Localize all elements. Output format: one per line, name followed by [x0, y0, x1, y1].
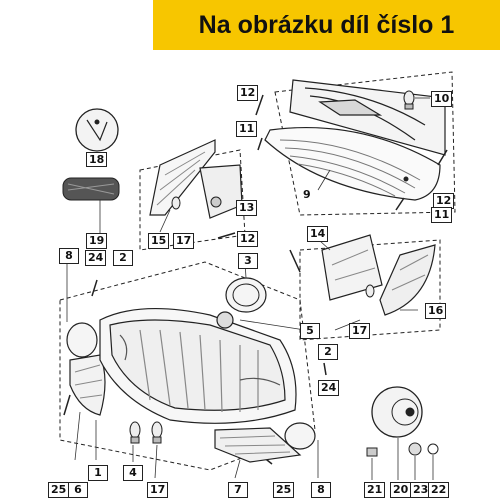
- bulb-15-icon: [171, 196, 181, 210]
- label-8-right: 8: [311, 482, 331, 498]
- screw-icons: [63, 94, 448, 465]
- label-12-right: 12: [433, 193, 455, 209]
- label-24-left: 24: [85, 250, 107, 266]
- label-11-right: 11: [431, 207, 453, 223]
- label-6: 6: [68, 482, 88, 498]
- label-25-right: 25: [273, 482, 295, 498]
- nut-21: [366, 447, 378, 457]
- label-24-right: 24: [318, 380, 340, 396]
- label-5: 5: [300, 323, 320, 339]
- banner-title: Na obrázku díl číslo 1: [198, 10, 455, 39]
- upper-lens: [264, 126, 441, 201]
- round-lens-8: [66, 322, 98, 358]
- label-14: 14: [307, 226, 329, 242]
- label-9: 9: [303, 188, 311, 201]
- label-25-left: 25: [48, 482, 70, 498]
- label-17-lower: 17: [147, 482, 169, 498]
- label-15: 15: [148, 233, 170, 249]
- label-20: 20: [390, 482, 412, 498]
- label-10: 10: [431, 91, 453, 107]
- round-lamp-18: [75, 108, 119, 152]
- main-headlamp-1: [99, 307, 297, 424]
- label-1: 1: [88, 465, 108, 481]
- label-7: 7: [228, 482, 248, 498]
- reflector-strip-19: [62, 177, 120, 201]
- label-18: 18: [86, 152, 108, 167]
- round-lens-8-lower: [284, 422, 316, 450]
- label-2-right: 2: [318, 344, 338, 360]
- title-banner: Na obrázku díl číslo 1: [153, 0, 500, 50]
- washer-23: [408, 442, 422, 456]
- label-17-right: 17: [349, 323, 371, 339]
- label-23: 23: [410, 482, 432, 498]
- label-22: 22: [428, 482, 450, 498]
- side-assembly-outline: [299, 239, 441, 341]
- label-16: 16: [425, 303, 447, 319]
- upper-assembly-outline: [274, 71, 456, 216]
- label-8-left: 8: [59, 248, 79, 264]
- label-2-left: 2: [113, 250, 133, 266]
- label-21: 21: [364, 482, 386, 498]
- side-lamp-13: [149, 139, 243, 219]
- label-3: 3: [238, 253, 258, 269]
- bulb-4-icon: [129, 421, 141, 444]
- corner-lamp-6: [69, 354, 106, 416]
- label-12-top: 12: [237, 85, 259, 101]
- bulb-17-icon: [151, 421, 163, 444]
- label-17-upper: 17: [173, 233, 195, 249]
- label-19: 19: [86, 233, 108, 249]
- bulb-10-icon: [403, 90, 415, 110]
- horn-20: [371, 386, 423, 438]
- label-12-mid: 12: [237, 231, 259, 247]
- leader-lines: [66, 97, 434, 480]
- round-part-3: [225, 277, 267, 313]
- label-13: 13: [236, 200, 258, 216]
- label-4: 4: [123, 465, 143, 481]
- label-11-left: 11: [236, 121, 258, 137]
- washer-22: [427, 443, 439, 455]
- side-lamp-16: [321, 234, 436, 316]
- lower-lamp-7: [214, 427, 302, 463]
- main-assembly-outline: [59, 261, 316, 471]
